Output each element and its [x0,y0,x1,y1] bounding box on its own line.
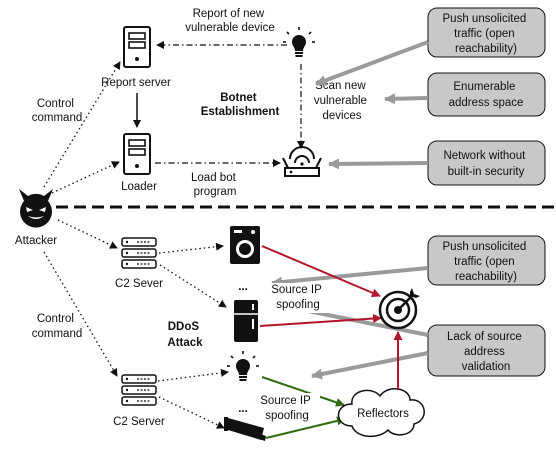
label-loader: Loader [121,181,157,193]
router-icon [282,146,322,177]
red-arrow-washer [261,245,381,298]
cloud-icon [337,388,425,438]
washing-machine-icon [230,226,260,264]
target-icon [378,288,420,330]
rack-server-icon [121,237,157,269]
loader-server-icon [123,133,151,175]
label-ddos-attack: DDoS Attack [167,321,203,349]
callout-enumerable-text: Enumerable address space [449,81,524,109]
c2-to-fridge [159,264,227,308]
lightbulb-icon [283,27,315,57]
label-control-command-top: Control command [32,98,83,124]
callout-enumerable [427,72,546,117]
c2-to-camera [158,396,225,429]
grey-arrow-network [328,158,429,170]
label-c2-bottom: C2 Server [113,416,165,428]
label-reflectors: Reflectors [357,408,409,420]
callout-lack-source-text: Lack of source address validation [447,331,525,373]
attacker-to-c2-top [57,219,118,249]
c2-to-washer [158,242,224,254]
label-control-command-bottom: Control command [32,313,83,340]
callout-push-bottom [427,235,546,286]
refrigerator-icon [234,300,258,342]
server-icon [123,26,151,68]
label-source-ip-top: Source IP spoofing [271,284,325,311]
green-arrow-bulb [261,376,345,407]
callout-push-bottom-text: Push unsolicited traffic (open reachabil… [443,241,530,283]
label-ellipsis-top: ... [238,281,248,293]
devil-attacker-icon [19,189,53,228]
callout-lack-source [427,324,546,377]
attacker-to-c2-bottom [43,251,118,377]
grey-arrow-push-bottom [271,266,429,288]
callout-network-without-text: Network without built-in security [443,150,528,178]
label-botnet-establishment: Botnet Establishment [201,92,280,118]
label-source-ip-bottom: Source IP spoofing [260,395,314,422]
rack-server-icon [121,374,157,406]
label-load-bot-program: Load bot program [191,172,239,198]
lightbulb-icon [227,351,259,381]
label-report-new-device: Report of new vulnerable device [185,8,275,34]
grey-arrow-push-top [315,40,429,86]
attacker-to-loader [51,161,120,194]
callout-push-top [427,7,546,58]
grey-arrow-lack-2 [311,351,429,380]
camera-icon [224,417,266,441]
green-arrow-camera [265,416,346,439]
label-scan-new: Scan new vulnerable devices [314,80,370,122]
label-report-server: Report server [101,77,171,89]
red-arrow-fridge [259,314,382,327]
callout-push-top-text: Push unsolicited traffic (open reachabil… [443,13,530,55]
c2-to-bulb [157,368,229,382]
callout-network-without [427,140,546,186]
label-ellipsis-bottom: ... [238,403,248,415]
label-attacker: Attacker [15,235,57,247]
grey-arrow-enumerable [384,93,429,105]
label-c2-top: C2 Sever [115,278,163,290]
attacker-to-report-server [43,61,121,188]
